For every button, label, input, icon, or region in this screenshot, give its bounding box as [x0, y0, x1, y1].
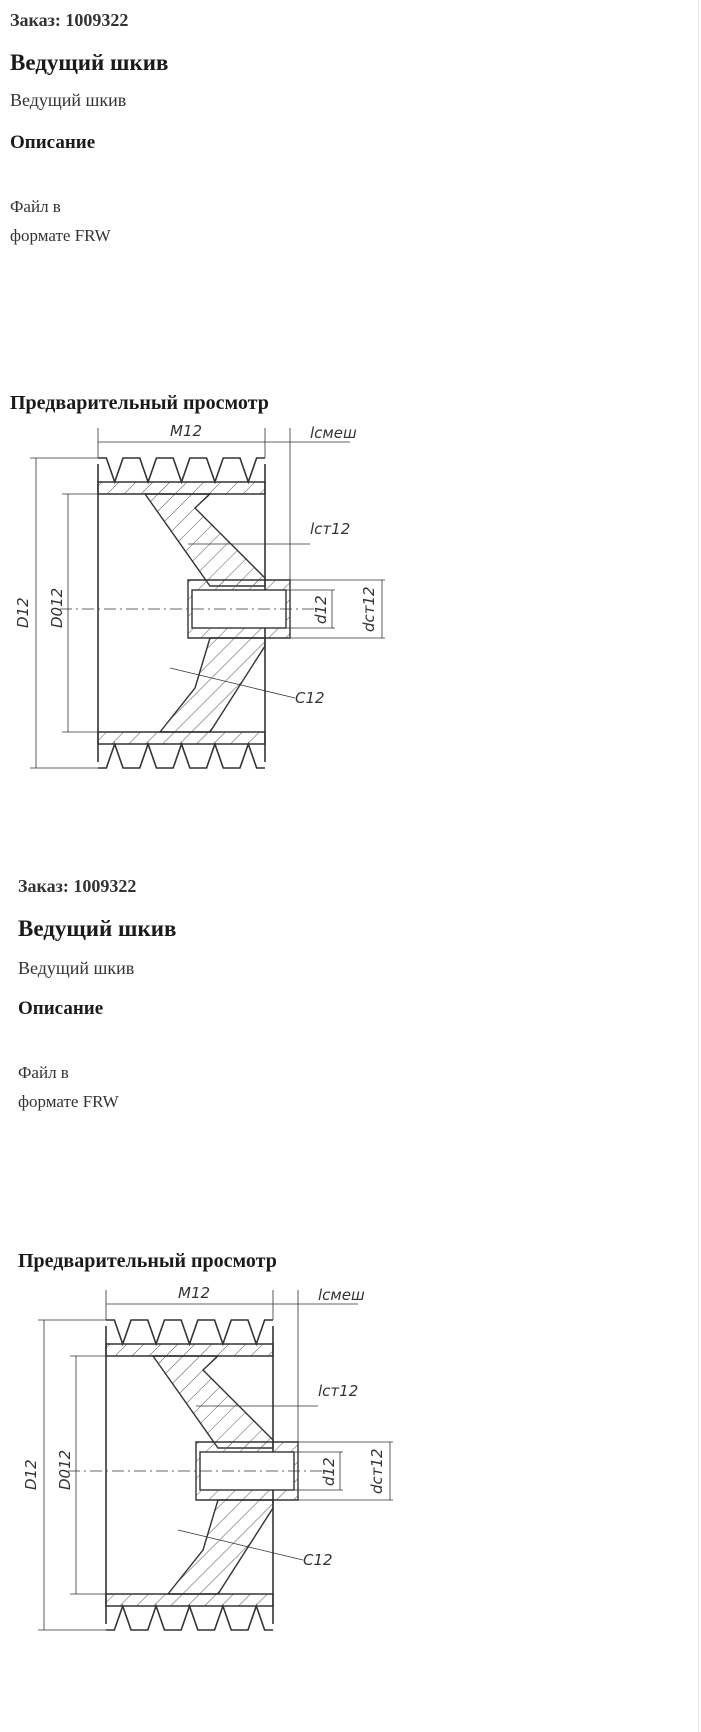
preview-heading: Предварительный просмотр — [10, 392, 269, 414]
lower-web-section — [158, 637, 266, 733]
label-l-st: lст12 — [318, 1382, 358, 1400]
dim-c-leader — [177, 1529, 304, 1561]
file-link-line2: формате FRW — [10, 226, 111, 245]
label-l-smesh: lсмеш — [310, 424, 357, 442]
label-d0: D012 — [56, 1450, 74, 1490]
file-link-line1: Файл в — [10, 197, 61, 216]
label-m: M12 — [170, 422, 202, 440]
description-heading: Описание — [10, 132, 96, 153]
hub-bore — [199, 1451, 295, 1491]
label-d-st: dст12 — [360, 586, 378, 632]
label-m: M12 — [178, 1284, 210, 1302]
label-l-smesh: lсмеш — [318, 1286, 365, 1304]
description-heading: Описание — [18, 998, 104, 1019]
file-download-link[interactable]: Файл в формате FRW — [18, 1058, 119, 1116]
label-d: D12 — [22, 1459, 40, 1490]
lower-rim-section — [105, 1593, 274, 1607]
file-link-line1: Файл в — [18, 1063, 69, 1082]
label-d0: D012 — [48, 588, 66, 628]
file-link-line2: формате FRW — [18, 1092, 119, 1111]
lower-web-section — [166, 1499, 274, 1595]
upper-web-section — [143, 493, 266, 587]
label-l-st: lст12 — [310, 520, 350, 538]
upper-rim-section — [105, 1343, 274, 1357]
order-number: Заказ: 1009322 — [10, 10, 129, 30]
document-subtitle: Ведущий шкив — [18, 958, 135, 978]
label-c: C12 — [303, 1551, 333, 1569]
file-download-link[interactable]: Файл в формате FRW — [10, 192, 111, 250]
lower-rim-section — [97, 731, 266, 745]
top-grooves — [98, 457, 265, 485]
document-card: Заказ: 1009322 Ведущий шкив Ведущий шкив… — [0, 0, 699, 862]
dim-c-leader — [169, 667, 296, 699]
document-card: Заказ: 1009322 Ведущий шкив Ведущий шкив… — [0, 862, 699, 1732]
label-c: C12 — [295, 689, 325, 707]
document-title: Ведущий шкив — [18, 916, 177, 941]
label-d-small: d12 — [312, 595, 330, 624]
label-d-st: dст12 — [368, 1448, 386, 1494]
document-title: Ведущий шкив — [10, 50, 169, 75]
top-grooves — [106, 1319, 273, 1347]
document-subtitle: Ведущий шкив — [10, 90, 127, 110]
label-d-small: d12 — [320, 1457, 338, 1486]
upper-rim-section — [97, 481, 266, 495]
order-number: Заказ: 1009322 — [18, 876, 137, 896]
label-d: D12 — [14, 597, 32, 628]
preview-heading: Предварительный просмотр — [18, 1250, 277, 1272]
bottom-grooves — [106, 1603, 273, 1631]
upper-web-section — [151, 1355, 274, 1449]
bottom-grooves — [98, 741, 265, 769]
